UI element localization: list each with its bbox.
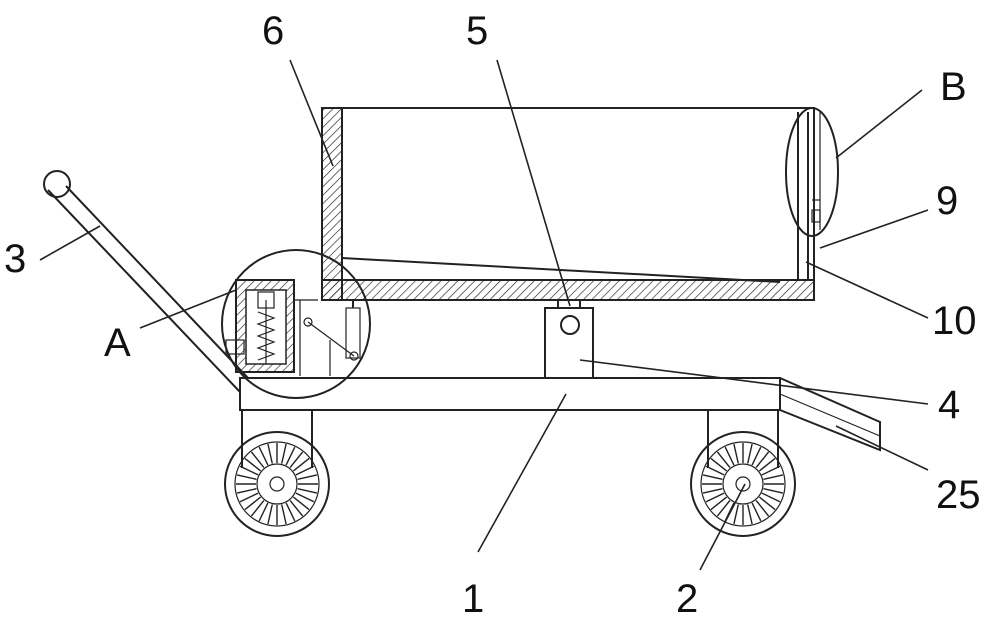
leader-lines [39,59,929,571]
wheel-spoke [724,446,735,466]
wheel-spoke [758,496,776,511]
right-wheel [690,410,796,537]
wheel-spoke [755,499,770,517]
handle-knob [43,170,71,198]
wheel-spoke [295,492,315,503]
label-10: 10 [932,299,977,343]
wheel-spoke [705,492,725,503]
wheel-spoke [285,502,296,522]
wheel-spoke [751,502,762,522]
wheel-spoke [733,504,739,525]
wheel-spoke [747,504,753,525]
wheel-spoke [239,465,259,476]
wheel-spoke [236,488,257,494]
hopper [321,107,839,301]
leader-4 [579,359,929,405]
detail-circle-a [221,249,371,399]
wheel-spoke [267,443,273,464]
leader-10 [805,261,929,319]
wheel-spoke [751,446,762,466]
detail-circle-b [785,107,839,237]
wheel-spoke [236,474,257,480]
leader-6 [289,59,334,167]
label-2: 2 [676,577,698,620]
wheel-spoke [710,496,728,511]
right-wheel-rim [690,431,796,537]
reference-labels: 6 5 3 A B 9 10 4 25 1 2 [4,9,981,620]
right-wheel-spokes [702,443,784,525]
wheel-spoke [285,446,296,466]
wheel-spoke [258,446,269,466]
wheel-spoke [244,457,262,472]
wheel-spoke [763,474,784,480]
left-wheel [224,410,330,537]
pivot-pin [560,315,580,335]
label-4: 4 [938,383,960,427]
handle [43,170,249,393]
wheel-spoke [702,474,723,480]
wheel-spoke [289,451,304,469]
wheel-spoke [250,451,265,469]
label-a: A [104,321,131,365]
pedestal [544,300,594,379]
wheel-spoke [244,496,262,511]
label-3: 3 [4,237,26,281]
wheel-spoke [710,457,728,472]
wheel-spoke [250,499,265,517]
wheel-spoke [292,496,310,511]
wheel-spoke [761,492,781,503]
spring [256,311,276,361]
wheel-spoke [289,499,304,517]
wheel-spoke [292,457,310,472]
wheel-spoke [297,474,318,480]
left-wheel-spokes [236,443,318,525]
leader-3 [39,225,101,261]
wheel-spoke [281,504,287,525]
leader-5 [496,59,571,307]
wheel-spoke [763,488,784,494]
label-5: 5 [466,9,488,53]
leader-b [835,89,923,159]
wheel-spoke [716,499,731,517]
label-25: 25 [936,473,981,517]
wheel-spoke [747,443,753,464]
wheel-spoke [239,492,259,503]
label-6: 6 [262,9,284,53]
base-frame [239,377,881,452]
wheel-spoke [716,451,731,469]
leader-2 [699,483,746,571]
wheel-spoke [705,465,725,476]
wheel-spoke [702,488,723,494]
latch-mechanism [221,249,371,399]
sloped-plate [341,257,781,283]
label-9: 9 [936,179,958,223]
label-b: B [940,65,967,109]
label-1: 1 [462,577,484,620]
wheel-spoke [281,443,287,464]
wheel-spoke [295,465,315,476]
pedestal-block [544,307,594,379]
leader-25 [835,425,929,471]
wheel-spoke [258,502,269,522]
hopper-left-wall [321,107,343,301]
wheel-spoke [297,488,318,494]
wheel-spoke [267,504,273,525]
leader-a [139,289,237,329]
wheel-spoke [761,465,781,476]
leader-9 [819,209,929,249]
leader-1 [477,393,567,553]
wheel-spoke [733,443,739,464]
wheel-spoke [758,457,776,472]
wheel-spoke [755,451,770,469]
left-wheel-rim [224,431,330,537]
